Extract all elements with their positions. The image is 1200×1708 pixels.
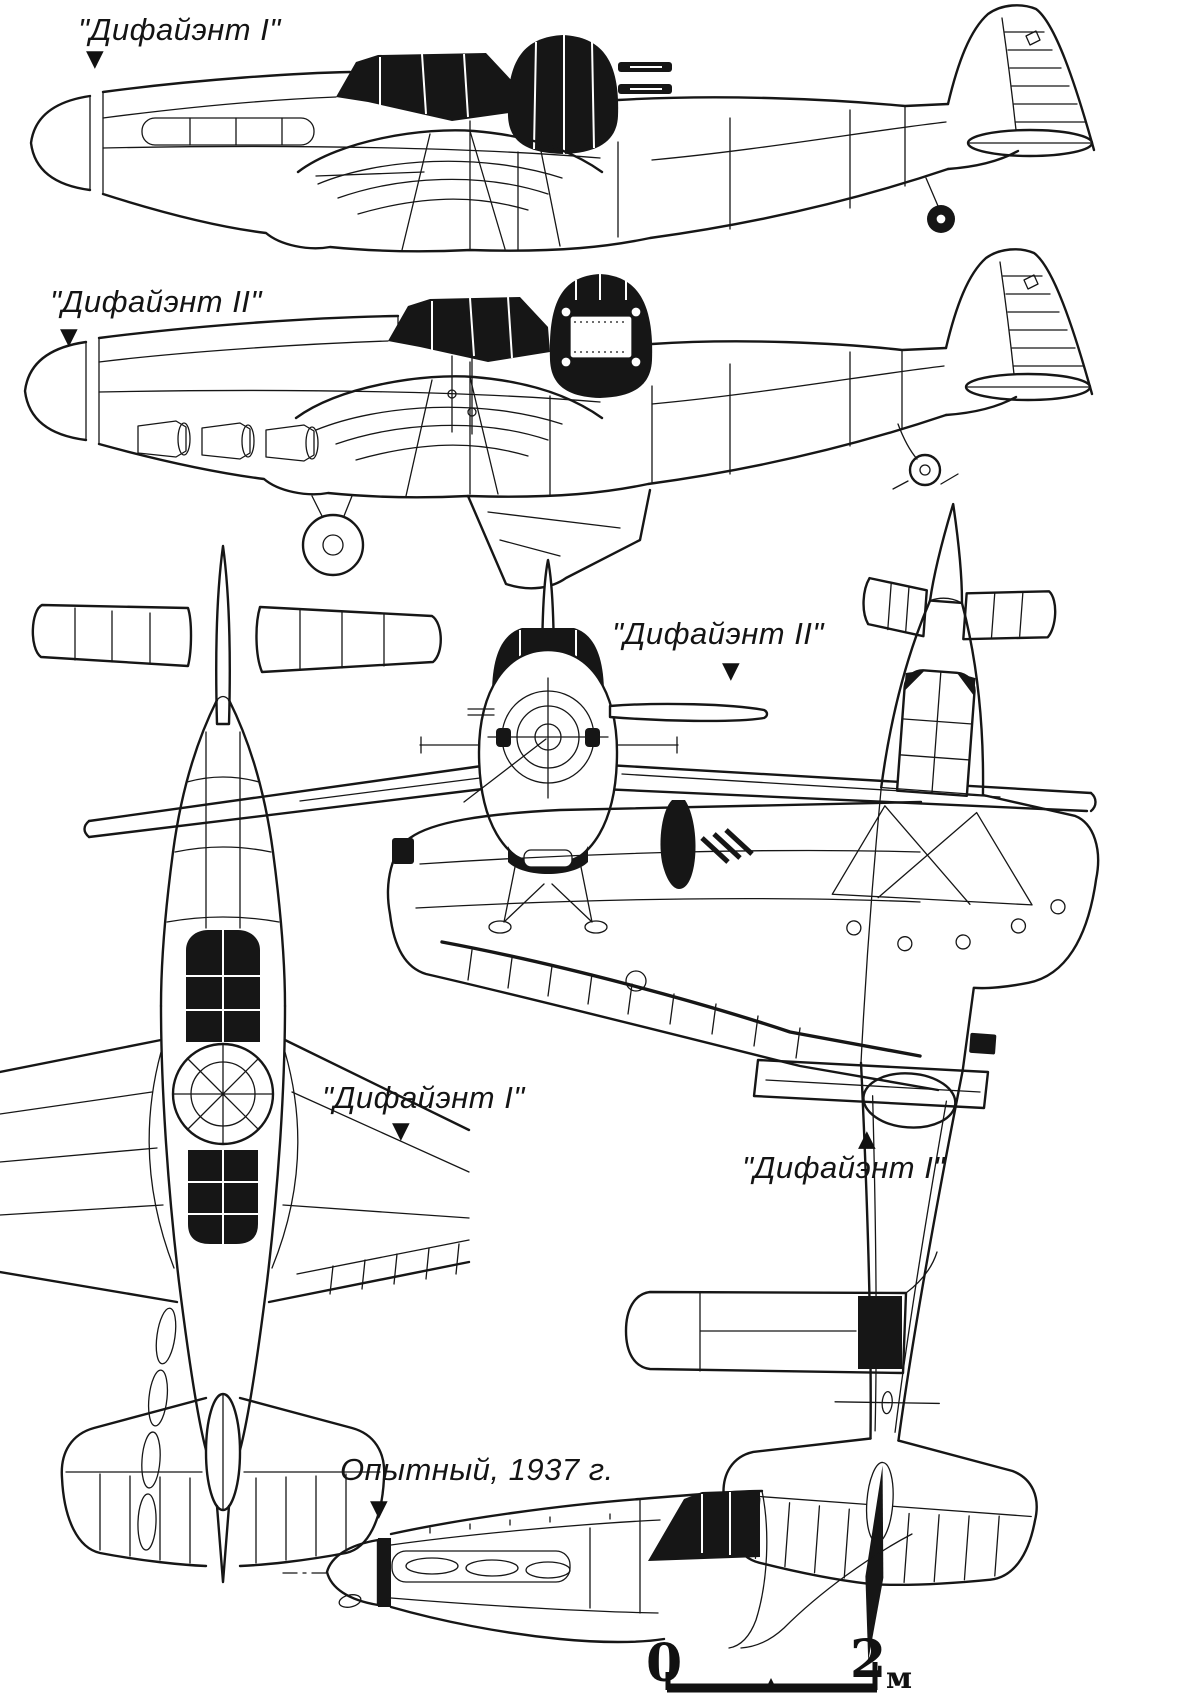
label-side-view-2: "Дифайэнт II" <box>50 284 262 319</box>
prototype-view-1937 <box>282 1489 913 1649</box>
pointer-down-icon: ▼ <box>392 1118 410 1144</box>
label-plan-view-left: "Дифайэнт I" <box>322 1080 525 1115</box>
pointer-down-icon: ▼ <box>60 324 78 350</box>
side-view-defiant-2 <box>23 248 1094 590</box>
label-plan-view-right: "Дифайэнт I" <box>742 1150 945 1185</box>
label-front-view: "Дифайэнт II" <box>612 616 824 651</box>
pointer-down-icon: ▼ <box>86 46 104 72</box>
plan-view-left-defiant-1 <box>0 544 471 1584</box>
wing-panel-port <box>386 800 990 1375</box>
label-side-view-1: "Дифайэнт I" <box>78 12 281 47</box>
pointer-down-icon: ▼ <box>370 1496 388 1522</box>
pointer-down-icon: ▼ <box>722 658 740 684</box>
scale-unit-label: м <box>886 1661 913 1696</box>
scale-zero-label: 0 <box>646 1633 683 1694</box>
label-prototype: Опытный, 1937 г. <box>340 1452 614 1487</box>
plan-view-right-defiant-1 <box>722 502 1100 1661</box>
pointer-up-icon: ▲ <box>858 1126 876 1152</box>
side-view-defiant-1 <box>29 4 1096 253</box>
scale-two-label: 2 <box>850 1629 887 1690</box>
scale-bar <box>665 1662 878 1693</box>
